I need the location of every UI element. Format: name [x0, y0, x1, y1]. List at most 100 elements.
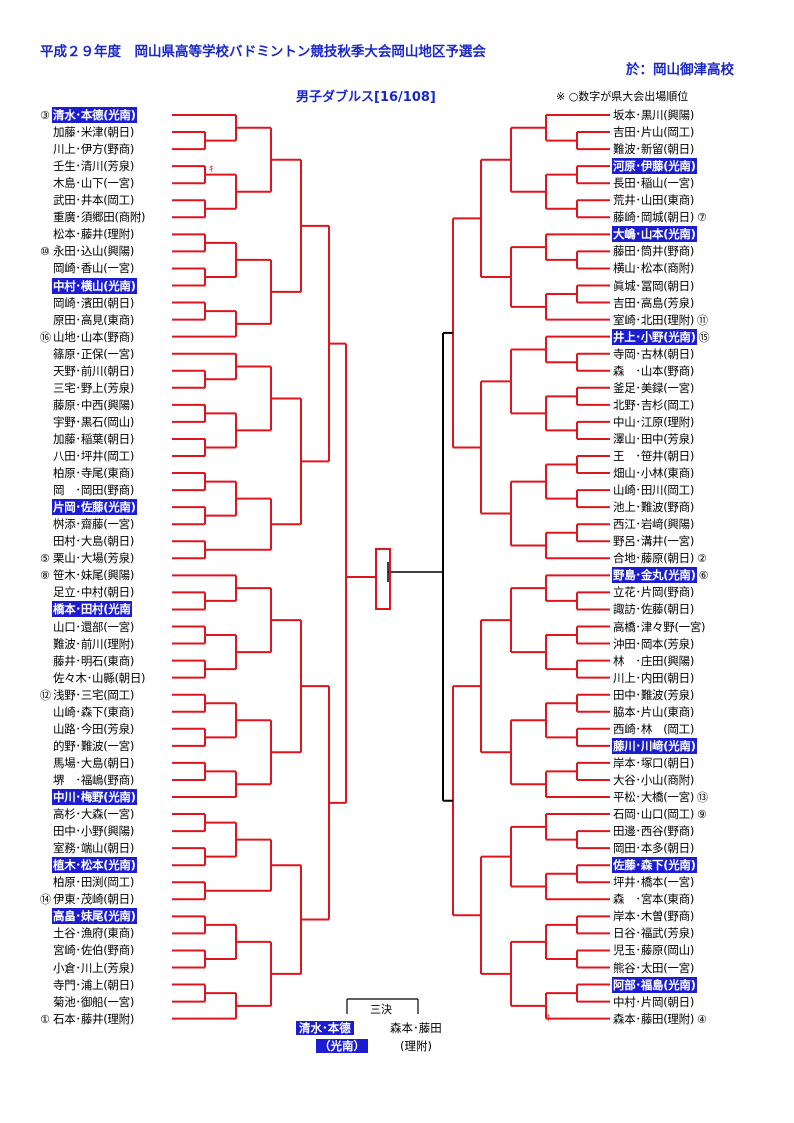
seed-mark: ⑩: [40, 245, 50, 259]
pair-name: 原田･高見(東商): [53, 312, 135, 327]
pair-name: 中村･片岡(朝日): [613, 994, 695, 1009]
pair-name: 馬場･大島(朝日): [53, 755, 135, 770]
left-entry: 宇野･黒石(岡山): [40, 414, 184, 430]
right-entry: 田中･難波(芳泉): [612, 687, 752, 703]
right-entry: 難波･新留(朝日): [612, 141, 752, 157]
left-entry: 柏原･田渕(岡工): [40, 874, 184, 890]
right-entry: 日谷･福武(芳泉): [612, 925, 752, 941]
left-entry: 土谷･漁府(東商): [40, 925, 184, 941]
left-entry: 室務･端山(朝日): [40, 840, 184, 856]
pair-name: 岸本･塚口(朝日): [613, 755, 695, 770]
left-entry: 寺門･浦上(朝日): [40, 977, 184, 993]
pair-name: 大谷･小山(商附): [613, 772, 695, 787]
pair-name: 菊池･御船(一宮): [53, 994, 135, 1009]
left-entry: 山路･今田(芳泉): [40, 721, 184, 737]
pair-name: 田邊･西谷(野商): [613, 824, 695, 839]
pair-name: 田中･小野(興陽): [53, 824, 135, 839]
right-entry: 河原･伊藤(光南): [612, 158, 752, 175]
pair-name: 阿部･福島(光南): [612, 976, 697, 993]
seed-note: ※ ○数字が県大会出場順位: [556, 90, 689, 103]
right-entry: 児玉･藤原(岡山): [612, 942, 752, 958]
pair-name: 釜足･美録(一宮): [613, 380, 695, 395]
pair-name: 川上･伊方(野商): [53, 142, 135, 157]
left-entry: 岡 ･岡田(野商): [40, 482, 184, 498]
pair-name: 山崎･森下(東商): [53, 704, 135, 719]
left-entry: 壬生･清川(芳泉): [40, 158, 184, 174]
pair-name: 森 ･宮本(東商): [613, 892, 695, 907]
right-entry: 森 ･宮本(東商): [612, 891, 752, 907]
right-entry: 北野･吉杉(岡工): [612, 397, 752, 413]
left-entry: 篠原･正保(一宮): [40, 346, 184, 362]
pair-name: 的野･難波(一宮): [53, 738, 135, 753]
pair-name: 難波･前川(理附): [53, 636, 135, 651]
page-title: 平成２９年度 岡山県高等学校バドミントン競技秋季大会岡山地区予選会: [40, 44, 486, 60]
right-entry: 室崎･北田(理附)⑪: [612, 312, 752, 328]
pair-name: 王 ･笹井(朝日): [613, 449, 695, 463]
right-entry: 岸本･木曽(野商): [612, 908, 752, 924]
pair-name: 北野･吉杉(岡工): [613, 397, 695, 412]
right-entry: 川上･内田(朝日): [612, 670, 752, 686]
right-entry: 吉田･高島(芳泉): [612, 295, 752, 311]
pair-name: 山崎･田川(岡工): [613, 483, 695, 498]
pair-name: 栗山･大場(芳泉): [53, 551, 135, 566]
pair-name: 高杉･大森(一宮): [53, 807, 135, 822]
pair-name: 長田･稲山(一宮): [613, 176, 695, 191]
pair-name: 藤田･筒井(野商): [613, 244, 695, 259]
pair-name: 三宅･野上(芳泉): [53, 380, 135, 395]
pair-name: 野島･金丸(光南): [612, 567, 697, 584]
right-entry: 熊谷･太田(一宮): [612, 960, 752, 976]
pair-name: 山口･還部(一宮): [53, 619, 135, 634]
withdrawal-mark: ｷ: [209, 165, 214, 175]
pair-name: 柏原･寺尾(東商): [53, 466, 135, 481]
left-entry: 片岡･佐藤(光南): [40, 499, 184, 516]
champion-box: [375, 548, 391, 610]
left-entry: 加藤･稲葉(朝日): [40, 431, 184, 447]
pair-name: 重廣･須郷田(商附): [53, 210, 146, 225]
pair-name: 野呂･溝井(一宮): [613, 534, 695, 549]
pair-name: 畑山･小林(東商): [613, 466, 695, 481]
left-entry: 原田･高見(東商): [40, 312, 184, 328]
seed-mark: ⑦: [697, 211, 707, 225]
right-entry: 寺岡･古林(朝日): [612, 346, 752, 362]
pair-name: 立花･片岡(野商): [613, 585, 695, 600]
right-entry: 吉田･片山(岡工): [612, 124, 752, 140]
left-entry: 佐々木･山縣(朝日): [40, 670, 184, 686]
right-entry: 石岡･山口(岡工)⑨: [612, 806, 752, 822]
pair-name: 森 ･山本(野商): [613, 363, 695, 378]
left-entry: 藤井･明石(東商): [40, 653, 184, 669]
pair-name: 柏原･田渕(岡工): [53, 875, 135, 890]
left-entry: 桝添･齋藤(一宮): [40, 516, 184, 532]
left-entry: 岡崎･濱田(朝日): [40, 295, 184, 311]
pair-name: 加藤･米津(朝日): [53, 125, 135, 140]
right-entry: 高橋･津々野(一宮): [612, 619, 752, 635]
right-entry: 諏訪･佐藤(朝日): [612, 601, 752, 617]
pair-name: 吉田･高島(芳泉): [613, 295, 695, 310]
pair-name: 田中･難波(芳泉): [613, 687, 695, 702]
left-entry: 重廣･須郷田(商附): [40, 209, 184, 225]
right-entry: 坪井･橋本(一宮): [612, 874, 752, 890]
right-entry: 野呂･溝井(一宮): [612, 533, 752, 549]
pair-name: 澤山･田中(芳泉): [613, 431, 695, 446]
pair-name: 木島･山下(一宮): [53, 176, 135, 191]
right-entry: 平松･大橋(一宮)⑬: [612, 789, 752, 805]
pair-name: 笹木･妹尾(興陽): [53, 568, 135, 583]
right-entry: 長田･稲山(一宮): [612, 175, 752, 191]
left-entry: 川上･伊方(野商): [40, 141, 184, 157]
pair-name: 坪井･橋本(一宮): [613, 875, 695, 890]
left-entry: 高畠･妹尾(光南): [40, 908, 184, 925]
pair-name: 中川･梅野(光南): [52, 789, 137, 805]
pair-name: 壬生･清川(芳泉): [53, 159, 135, 174]
pair-name: 土谷･漁府(東商): [53, 926, 135, 941]
left-entry: 岡崎･香山(一宮): [40, 260, 184, 276]
left-entry: 馬場･大島(朝日): [40, 755, 184, 771]
left-entry: 田中･小野(興陽): [40, 823, 184, 839]
pair-name: 横山･松本(商附): [613, 261, 695, 276]
pair-name: 植木･松本(光南): [52, 857, 137, 874]
pair-name: 中山･江原(理附): [613, 414, 695, 429]
right-entry: 藤田･筒井(野商): [612, 243, 752, 259]
pair-name: 八田･坪井(岡工): [53, 449, 135, 463]
left-entry: 中川･梅野(光南): [40, 789, 184, 805]
right-entry: 田邊･西谷(野商): [612, 823, 752, 839]
